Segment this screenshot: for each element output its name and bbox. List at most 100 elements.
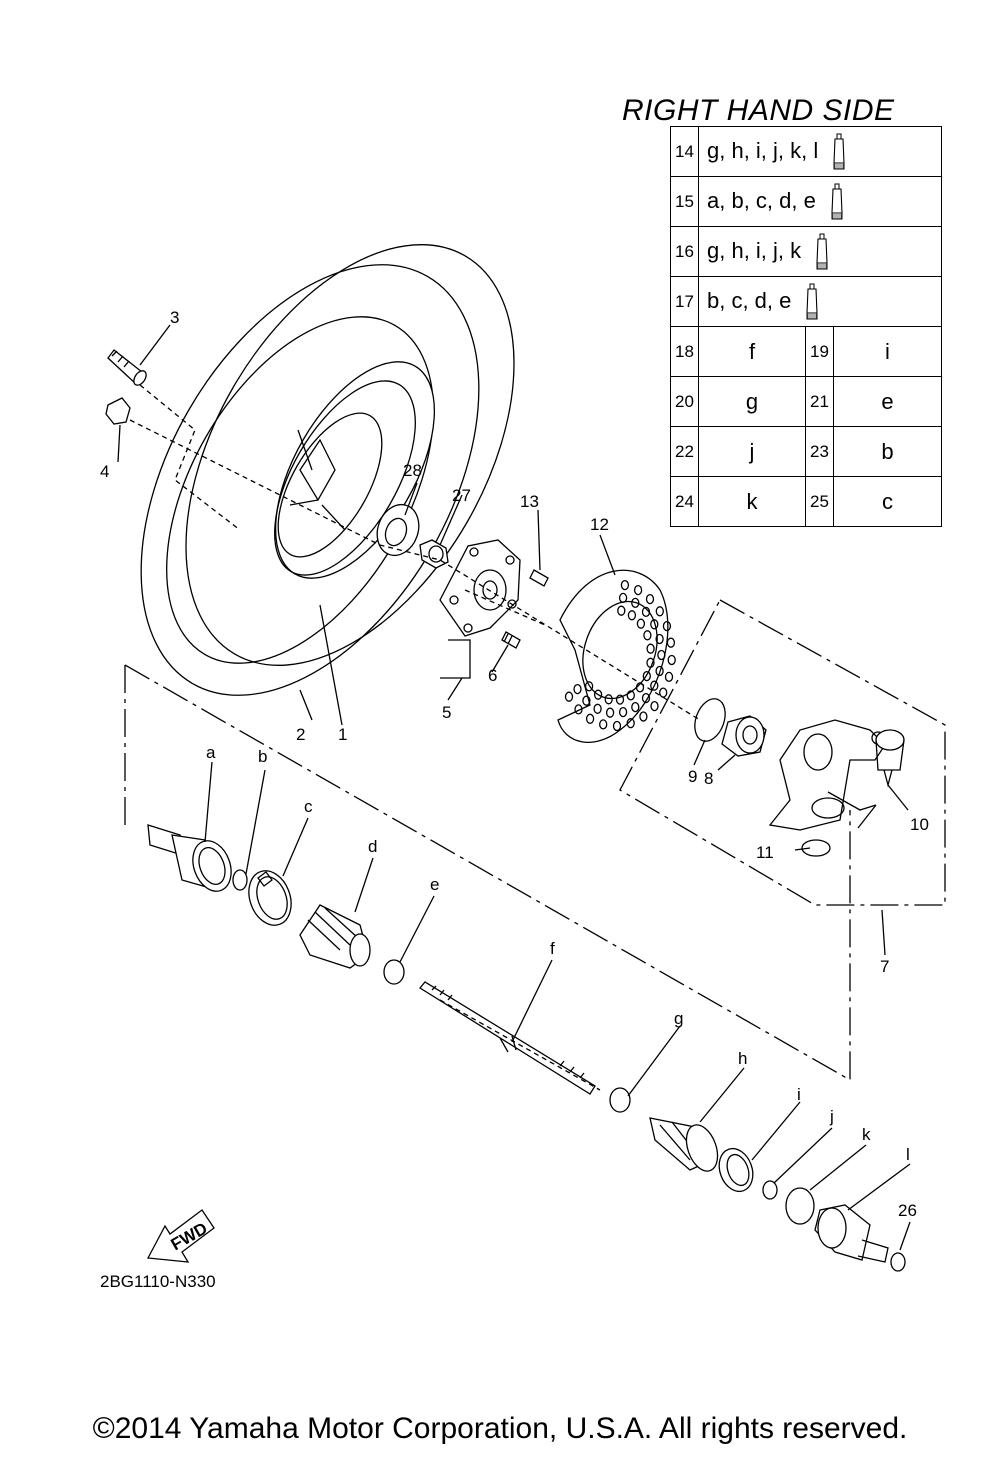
grease-tube-icon xyxy=(806,283,818,319)
disc-hole xyxy=(593,703,602,714)
disc-hole xyxy=(655,665,664,677)
copyright-notice: ©2014 Yamaha Motor Corporation, U.S.A. A… xyxy=(92,1412,908,1445)
disc-hole xyxy=(599,719,608,730)
disc-hole xyxy=(626,718,635,729)
callout-i: i xyxy=(797,1085,801,1104)
disc-hole xyxy=(646,657,655,668)
disc-hole xyxy=(633,584,643,596)
callout-f: f xyxy=(550,939,555,958)
row-letters: g, h, i, j, k, l xyxy=(698,126,942,177)
disc-hole xyxy=(655,606,664,617)
disc-hole xyxy=(666,637,676,648)
callout-l: l xyxy=(906,1145,910,1164)
disc-hole xyxy=(584,681,594,692)
row-number: 19 xyxy=(805,326,834,377)
callout-7: 7 xyxy=(880,957,889,976)
wheel-hub xyxy=(439,539,521,637)
callout-b: b xyxy=(258,747,267,766)
row-letters-text: g, h, i, j, k, l xyxy=(707,137,819,163)
ball-joint xyxy=(875,729,905,788)
disc-hole xyxy=(662,620,672,632)
disc-hole xyxy=(564,691,574,702)
cv-boot-d xyxy=(299,904,371,969)
boot-band-c xyxy=(248,870,292,926)
o-ring-k xyxy=(785,1187,815,1225)
callout-13: 13 xyxy=(520,492,539,511)
row-letters: g, h, i, j, k xyxy=(698,226,942,277)
grease-tube-icon xyxy=(831,183,843,219)
disc-hole xyxy=(646,643,655,654)
document-id: 2BG1110-N330 xyxy=(100,1272,216,1291)
disc-hole xyxy=(650,619,659,630)
disc-hole xyxy=(617,605,626,616)
boot-band-e xyxy=(383,959,405,985)
disc-hole xyxy=(636,618,646,629)
row-value: b xyxy=(833,426,942,477)
callout-d: d xyxy=(368,837,377,856)
assembly-outline xyxy=(124,599,946,1082)
disc-hole xyxy=(605,707,615,718)
circlip-j xyxy=(762,1180,778,1200)
cotter-clip xyxy=(801,839,831,857)
steering-knuckle xyxy=(768,719,886,831)
callout-6: 6 xyxy=(488,666,497,685)
disc-hole xyxy=(642,670,651,682)
callout-c: c xyxy=(304,797,313,816)
grease-tube-icon xyxy=(833,133,845,169)
disc-hole xyxy=(657,649,666,661)
axle-nut xyxy=(419,539,449,569)
disc-hole xyxy=(664,671,674,683)
row-number: 24 xyxy=(670,476,699,527)
callout-10: 10 xyxy=(910,815,929,834)
hub-nut xyxy=(376,503,420,557)
disc-hole xyxy=(593,689,603,700)
hub-stud xyxy=(501,631,521,649)
callout-j: j xyxy=(829,1107,834,1126)
bearing xyxy=(721,715,767,757)
disc-hole xyxy=(585,713,595,724)
callout-8: 8 xyxy=(704,769,713,788)
disc-holes xyxy=(564,579,676,732)
row-letters-text: a, b, c, d, e xyxy=(707,187,816,213)
cv-boot-h xyxy=(649,1117,719,1172)
row-number: 22 xyxy=(670,426,699,477)
disc-hole xyxy=(582,695,591,706)
row-value: g xyxy=(698,376,806,427)
row-number: 17 xyxy=(670,276,699,327)
outer-cv-joint xyxy=(147,824,232,892)
callout-28: 28 xyxy=(403,461,422,480)
row-letters: a, b, c, d, e xyxy=(698,176,942,227)
disc-hole xyxy=(641,606,651,618)
disc-hole xyxy=(650,680,659,691)
disc-hole xyxy=(631,597,640,609)
disc-hole xyxy=(641,692,651,704)
callout-9: 9 xyxy=(688,767,697,786)
callout-e: e xyxy=(430,875,439,894)
callout-12: 12 xyxy=(590,515,609,534)
circlip-b xyxy=(232,869,248,891)
disc-hole xyxy=(659,687,668,698)
valve-stem xyxy=(107,349,147,386)
boot-band-i xyxy=(718,1147,754,1193)
callout-k: k xyxy=(862,1125,871,1144)
disc-hole xyxy=(626,690,635,701)
callout-2: 2 xyxy=(296,725,305,744)
row-number: 21 xyxy=(805,376,834,427)
row-value: e xyxy=(833,376,942,427)
boot-band-g xyxy=(609,1087,631,1113)
grease-tube-icon xyxy=(816,233,828,269)
row-value: k xyxy=(698,476,806,527)
circlip xyxy=(694,698,726,742)
row-value: j xyxy=(698,426,806,477)
callout-g: g xyxy=(674,1009,683,1028)
drive-shaft-f xyxy=(419,981,596,1095)
